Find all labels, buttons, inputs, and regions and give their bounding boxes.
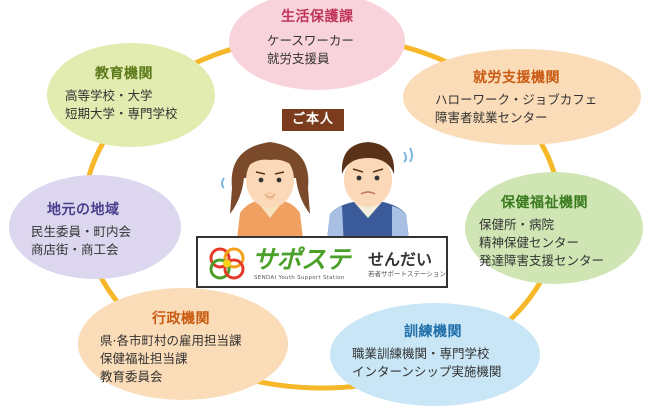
node-line: ケースワーカー xyxy=(267,33,354,48)
flower-logo-icon xyxy=(209,247,245,280)
node-title: 保健福祉機関 xyxy=(501,195,588,211)
node-line: 保健福祉担当課 xyxy=(100,351,188,366)
man-figure xyxy=(326,142,413,248)
node-line: インターンシップ実施機関 xyxy=(352,364,502,379)
node-line: 精神保健センター xyxy=(479,235,580,250)
node-line: ハローワーク・ジョブカフェ xyxy=(435,92,598,107)
node-title: 生活保護課 xyxy=(281,9,354,25)
node-title: 行政機関 xyxy=(152,311,210,327)
logo-main-text: サポステ xyxy=(252,245,351,274)
person-illustration xyxy=(221,142,413,248)
node-kyoiku-kikan: 教育機関 高等学校・大学 短期大学・専門学校 xyxy=(47,43,215,147)
node-gyosei-kikan: 行政機関 県·各市町村の雇用担当課 保健福祉担当課 教育委員会 xyxy=(78,288,288,400)
node-line: 教育委員会 xyxy=(100,369,163,384)
node-kunren-kikan: 訓練機関 職業訓練機関・専門学校 インターンシップ実施機関 xyxy=(330,303,540,406)
node-title: 地元の地域 xyxy=(47,202,120,218)
node-line: 職業訓練機関・専門学校 xyxy=(352,346,490,361)
node-shuro-shien: 就労支援機関 ハローワーク・ジョブカフェ 障害者就業センター xyxy=(403,49,641,145)
saposute-logo: サポステ せんだい 若者サポートステーション SENDAI Youth Supp… xyxy=(196,236,448,288)
node-line: 商店街・商工会 xyxy=(31,242,119,257)
logo-english-text: SENDAI Youth Support Station xyxy=(254,275,345,281)
node-line: 高等学校・大学 xyxy=(65,88,153,103)
node-line: 就労支援員 xyxy=(267,51,330,66)
node-seikatsu-hogo: 生活保護課 ケースワーカー 就労支援員 xyxy=(229,0,405,90)
logo-city-text: せんだい xyxy=(368,250,433,269)
node-line: 発達障害支援センター xyxy=(479,253,605,268)
node-title: 教育機関 xyxy=(95,66,153,82)
node-title: 訓練機関 xyxy=(404,324,462,340)
node-line: 県·各市町村の雇用担当課 xyxy=(100,333,242,348)
node-jimoto-chiiki: 地元の地域 民生委員・町内会 商店街・商工会 xyxy=(9,175,181,279)
node-line: 短期大学・専門学校 xyxy=(65,106,178,121)
node-hoken-fukushi: 保健福祉機関 保健所・病院 精神保健センター 発達障害支援センター xyxy=(465,172,643,284)
woman-figure xyxy=(221,142,310,248)
node-line: 保健所・病院 xyxy=(479,217,555,232)
person-label: ご本人 xyxy=(282,109,344,131)
node-title: 就労支援機関 xyxy=(473,70,560,86)
logo-sub-text: 若者サポートステーション xyxy=(368,270,446,278)
node-line: 障害者就業センター xyxy=(435,110,548,125)
node-line: 民生委員・町内会 xyxy=(31,224,132,239)
